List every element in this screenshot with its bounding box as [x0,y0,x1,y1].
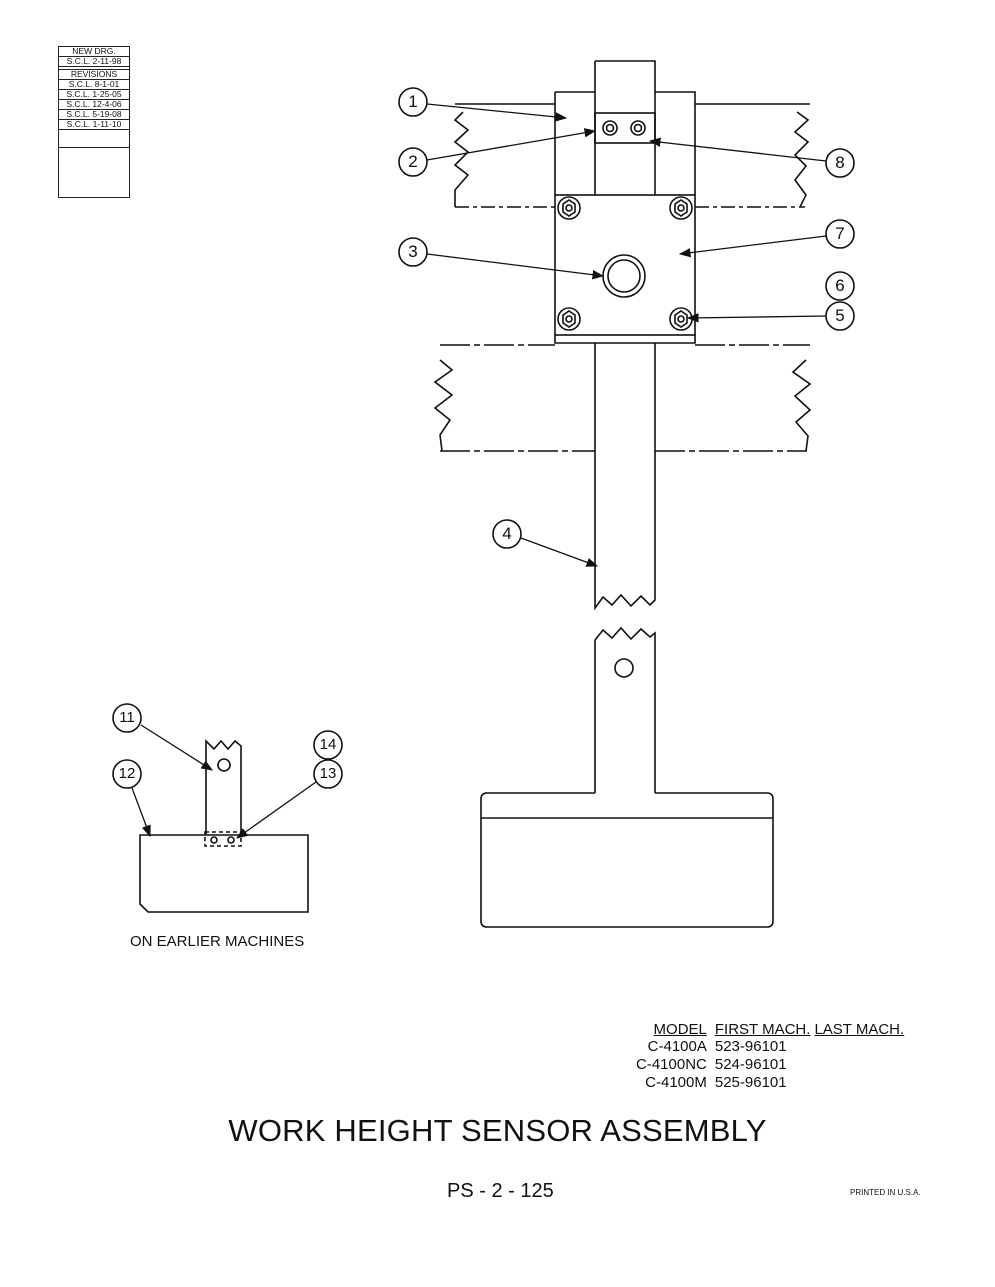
callout-8: 8 [835,153,845,172]
foot-block [480,792,774,928]
header-first-mach: FIRST MACH. [714,1021,811,1038]
new-drawing-label: NEW DRG. [59,47,129,57]
shaft [594,343,656,793]
last-mach-cell [814,1056,908,1074]
model-cell: C-4100NC [636,1056,707,1073]
new-drawing-entry: S.C.L. 2-11-98 [59,57,129,67]
callout-3: 3 [408,242,418,261]
screw-pair [602,120,646,136]
callout-circles [112,87,855,789]
revision-entry: S.C.L. 8-1-01 [59,80,129,90]
upper-rail [453,103,810,208]
last-mach-cell [814,1074,908,1092]
table-row: C-4100A 523-96101 [636,1038,908,1056]
page-title: WORK HEIGHT SENSOR ASSEMBLY [228,1113,767,1148]
callout-11: 11 [119,709,135,726]
revision-block: NEW DRG. S.C.L. 2-11-98 REVISIONS S.C.L.… [58,46,130,198]
callout-5: 5 [835,306,845,325]
corner-bolts [557,196,693,331]
first-mach-cell: 524-96101 [714,1056,787,1073]
lower-rail [433,344,812,452]
inset-caption: ON EARLIER MACHINES [130,933,305,950]
top-bracket [554,60,696,195]
model-table-header: MODEL FIRST MACH. LAST MACH. [636,1021,908,1038]
model-cell: C-4100A [647,1038,707,1055]
callout-1: 1 [408,92,418,111]
table-row: C-4100M 525-96101 [636,1074,908,1092]
revision-entry: S.C.L. 1-25-05 [59,90,129,100]
leader-lines [131,103,827,839]
model-cell: C-4100M [645,1074,707,1091]
page-number: PS - 2 - 125 [447,1180,554,1202]
revisions-label: REVISIONS [59,69,129,80]
callout-12: 12 [118,765,136,782]
callout-6: 6 [835,276,845,295]
printed-note: PRINTED IN U.S.A. [850,1188,921,1197]
revision-entry: S.C.L. 5-19-08 [59,110,129,120]
revision-entry: S.C.L. 12-4-06 [59,100,129,110]
callout-4: 4 [502,524,512,543]
callout-2: 2 [408,152,418,171]
callout-7: 7 [835,224,845,243]
first-mach-cell: 523-96101 [714,1038,787,1055]
revision-entry: S.C.L. 1-11-10 [59,120,129,130]
first-mach-cell: 525-96101 [714,1074,787,1091]
last-mach-cell [814,1038,908,1056]
model-table: MODEL FIRST MACH. LAST MACH. C-4100A 523… [636,1021,908,1092]
callout-14: 14 [319,736,337,753]
inset-earlier-machine [139,739,309,913]
revision-blank-row [59,130,129,148]
callout-13: 13 [319,765,337,782]
table-row: C-4100NC 524-96101 [636,1056,908,1074]
header-model: MODEL [653,1021,707,1038]
header-last-mach: LAST MACH. [814,1021,905,1038]
